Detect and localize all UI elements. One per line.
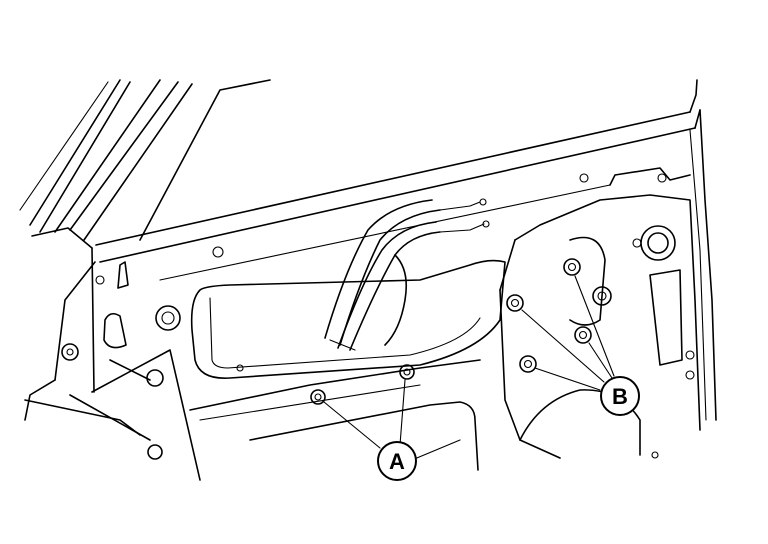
belt-line-rail <box>95 79 701 281</box>
callout-a-label: A <box>389 449 405 474</box>
fasteners-b <box>506 258 592 373</box>
callout-b-label: B <box>612 384 628 409</box>
leader-lines <box>323 275 615 461</box>
callout-a: A <box>377 441 417 481</box>
door-cables <box>324 198 490 351</box>
callout-a-circle <box>377 441 417 481</box>
access-opening <box>190 259 506 379</box>
door-edge <box>609 109 717 421</box>
fasteners-a <box>310 364 415 405</box>
callout-b: B <box>600 376 640 416</box>
window-frame <box>19 79 271 393</box>
inner-panel <box>24 194 701 481</box>
panel-holes <box>61 173 695 460</box>
callout-b-circle <box>600 376 640 416</box>
